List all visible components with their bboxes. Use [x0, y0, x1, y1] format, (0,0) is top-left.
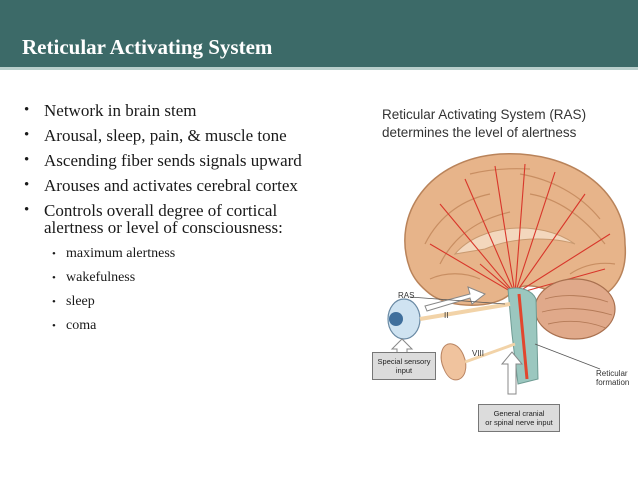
label-cranial-nerve-ii: II	[444, 311, 449, 320]
bullet-item: Network in brain stem	[24, 102, 324, 119]
cranial-spinal-input-box: General cranial or spinal nerve input	[478, 404, 560, 432]
box-cranial-line-2: or spinal nerve input	[485, 418, 553, 427]
bullet-list: Network in brain stem Arousal, sleep, pa…	[24, 102, 324, 342]
box-cranial-line-1: General cranial	[493, 409, 545, 418]
box-sensory-line-1: Special sensory	[377, 357, 431, 366]
bullet-item: Ascending fiber sends signals upward	[24, 152, 324, 169]
box-sensory-line-2: input	[395, 366, 413, 375]
label-reticular-line-2: formation	[596, 378, 630, 387]
bullet-item: Arousal, sleep, pain, & muscle tone	[24, 127, 324, 144]
figure-caption-line-2: determines the level of alertness	[382, 125, 577, 140]
special-sensory-input-box: Special sensory input	[372, 352, 436, 380]
label-ras: RAS	[398, 291, 415, 300]
sub-bullet-item: sleep	[44, 294, 324, 310]
brain-illustration	[370, 94, 632, 439]
sub-bullet-item: coma	[44, 318, 324, 334]
gyri-lines	[424, 168, 616, 280]
reticular-formation-path	[517, 293, 529, 380]
sub-bullet-list: maximum alertness wakefulness sleep coma	[44, 246, 324, 334]
title-underline	[0, 67, 638, 70]
title-bar: Reticular Activating System	[0, 0, 638, 70]
figure-caption-line-1: Reticular Activating System (RAS)	[382, 107, 587, 122]
ras-brain-figure: Reticular Activating System (RAS) determ…	[370, 94, 632, 439]
label-cranial-nerve-viii: VIII	[472, 349, 485, 358]
slide-title: Reticular Activating System	[22, 35, 273, 59]
bullet-item-with-subitems: Controls overall degree of cortical aler…	[24, 201, 324, 334]
ras-pointer-line	[409, 296, 506, 305]
corpus-callosum	[453, 227, 576, 255]
bullet-item-text: Controls overall degree of cortical aler…	[44, 201, 283, 237]
sub-bullet-item: wakefulness	[44, 270, 324, 286]
cerebellum	[534, 278, 616, 340]
ras-fibers	[429, 163, 611, 295]
ear-shape	[440, 343, 467, 381]
label-reticular-line-1: Reticular	[596, 369, 628, 378]
sub-bullet-item: maximum alertness	[44, 246, 324, 262]
bullet-item: Arouses and activates cerebral cortex	[24, 177, 324, 194]
